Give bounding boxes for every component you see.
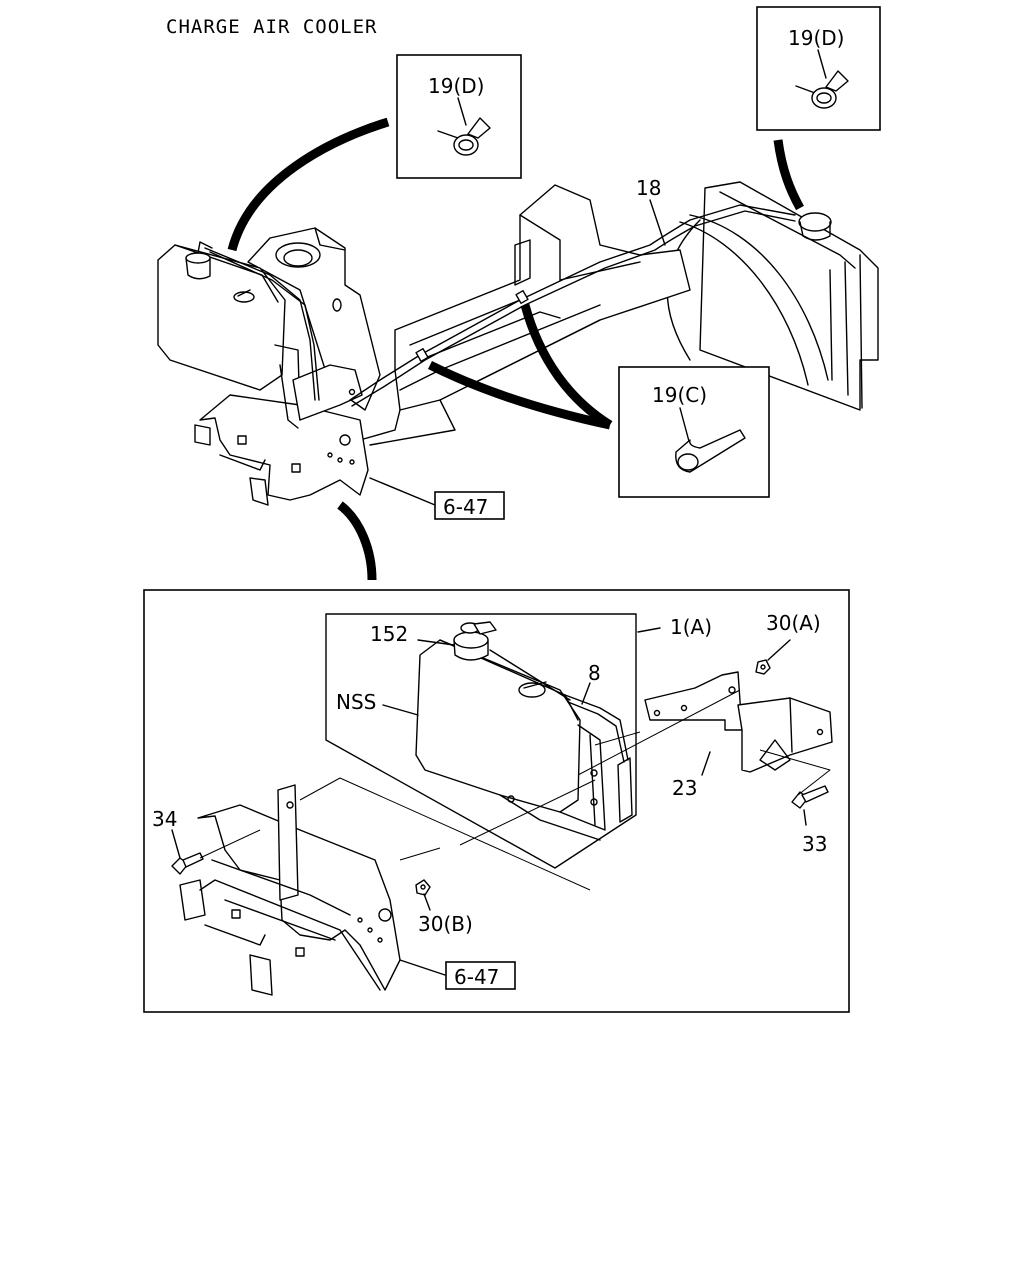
detail-box-19d-right: 19(D): [756, 6, 881, 131]
callout-8: 8: [588, 661, 601, 685]
callout-23: 23: [672, 776, 697, 800]
bolt-34[interactable]: [171, 852, 204, 875]
alignment-line-bolt: [577, 689, 741, 776]
mounting-plate-lower: [179, 784, 401, 996]
hose-tank-upper: [204, 247, 316, 401]
nut-30a[interactable]: [755, 659, 771, 675]
pointer-arc-down: [337, 501, 377, 581]
diagram-title: CHARGE AIR COOLER: [166, 16, 377, 38]
charge-air-cooler-core: [666, 181, 879, 411]
pointer-arc-left: [227, 117, 390, 252]
hose-18: [349, 204, 796, 401]
detail-box-19c: 19(C): [618, 366, 770, 498]
callout-34: 34: [152, 807, 177, 831]
callout-19c: 19(C): [652, 383, 707, 407]
nss-assembly-outline: [325, 613, 637, 869]
callout-152: 152: [370, 622, 408, 646]
pointer-arc-clip-c-a: [427, 360, 611, 430]
callout-33: 33: [802, 832, 827, 856]
callout-30a: 30(A): [766, 611, 821, 635]
reservoir-tank-lower: [415, 639, 633, 841]
ref-box-upper[interactable]: 6-47: [434, 491, 505, 520]
ref-label-upper: 6-47: [443, 495, 488, 519]
bracket-23[interactable]: [644, 671, 833, 773]
pointer-arc-right: [773, 139, 804, 211]
bolt-33[interactable]: [791, 785, 829, 809]
callout-19d-right: 19(D): [788, 26, 844, 50]
callout-nss: NSS: [336, 690, 376, 714]
detail-box-19d-left: 19(D): [396, 54, 522, 179]
pointer-arc-clip-c-b: [520, 303, 613, 429]
ref-box-lower[interactable]: 6-47: [445, 961, 516, 990]
ref-label-lower: 6-47: [454, 965, 499, 989]
callout-30b: 30(B): [418, 912, 473, 936]
bracket-upper: [292, 364, 363, 421]
exploded-view: [171, 613, 833, 996]
callout-19d-left: 19(D): [428, 74, 484, 98]
callout-1a: 1(A): [670, 615, 712, 639]
upper-assembly: [157, 181, 879, 506]
cap-152[interactable]: [453, 621, 497, 661]
nut-30b[interactable]: [415, 879, 431, 896]
callout-18: 18: [636, 176, 661, 200]
mounting-plate-upper: [194, 344, 369, 506]
frame-bracket-tower: [247, 227, 381, 411]
